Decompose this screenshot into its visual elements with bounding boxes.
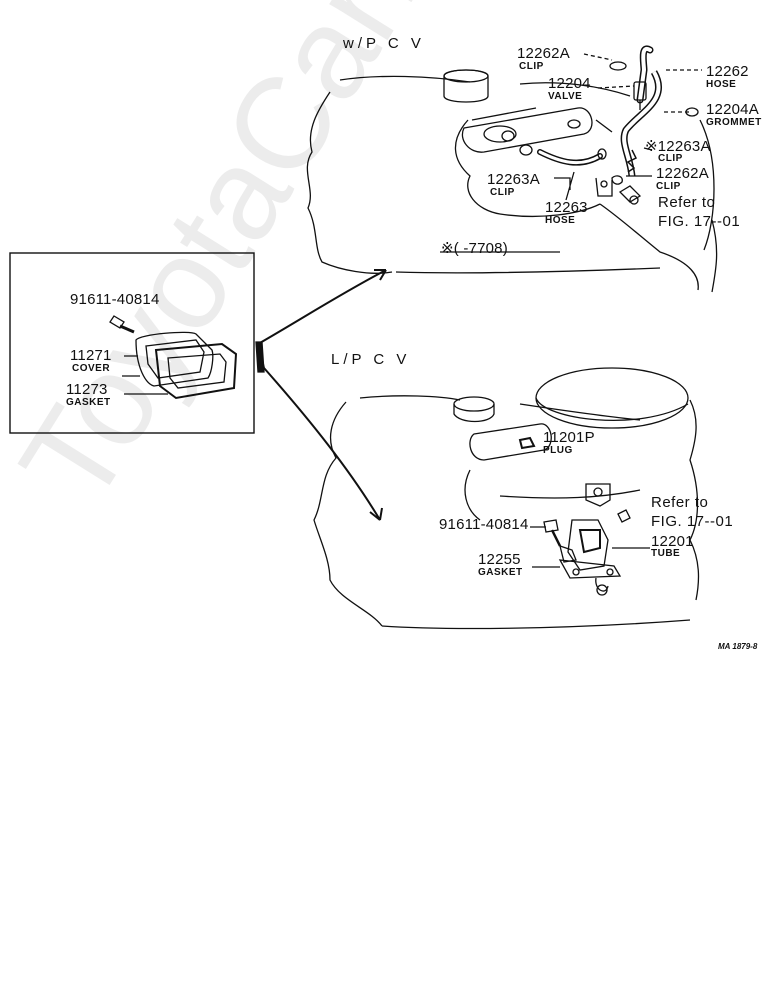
bottom-view-header: L/P C V (331, 351, 411, 368)
figure-ref-label: FIG. 17--01 (651, 513, 734, 530)
part-number-label: 91611-40814 (70, 291, 160, 308)
part-name-label: TUBE (651, 548, 681, 559)
part-name-label: VALVE (548, 91, 583, 102)
part-number-label: 12262A (517, 45, 570, 62)
part-number-label: 12255 (478, 551, 521, 568)
figure-ref-label: FIG. 17--01 (658, 213, 741, 230)
part-number-label: ※12263A (645, 138, 711, 155)
part-name-label: HOSE (706, 79, 737, 90)
top-engine-outline (306, 45, 718, 293)
part-number-label: 12263A (487, 171, 540, 188)
part-name-label: PLUG (543, 445, 573, 456)
view-arrows (255, 269, 387, 521)
refer-to-label: Refer to (658, 194, 716, 211)
part-name-label: CLIP (519, 61, 544, 72)
inset-frame (9, 252, 255, 434)
part-number-label: 11273 (66, 381, 108, 398)
figure-code: MA 1879-8 (718, 642, 758, 651)
part-name-label: GROMMET (706, 117, 762, 128)
part-number-label: 11271 (70, 347, 112, 364)
top-view-header: w/P C V (343, 35, 425, 52)
part-name-label: HOSE (545, 215, 576, 226)
part-name-label: CLIP (658, 153, 683, 164)
refer-to-label: Refer to (651, 494, 709, 511)
bottom-engine-outline (313, 367, 700, 630)
part-name-label: GASKET (478, 567, 523, 578)
part-name-label: GASKET (66, 397, 111, 408)
range-note: ※( -7708) (441, 240, 508, 257)
part-number-label: 12263 (545, 199, 588, 216)
part-number-label: 12204A (706, 101, 759, 118)
part-number-label: 12262 (706, 63, 749, 80)
part-number-label: 12262A (656, 165, 709, 182)
part-number-label: 12204 (548, 75, 591, 92)
part-number-label: 12201 (651, 533, 694, 550)
part-name-label: CLIP (656, 181, 681, 192)
part-number-label: 11201P (543, 429, 595, 446)
part-name-label: COVER (72, 363, 111, 374)
part-number-label: 91611-40814 (439, 516, 529, 533)
part-name-label: CLIP (490, 187, 515, 198)
